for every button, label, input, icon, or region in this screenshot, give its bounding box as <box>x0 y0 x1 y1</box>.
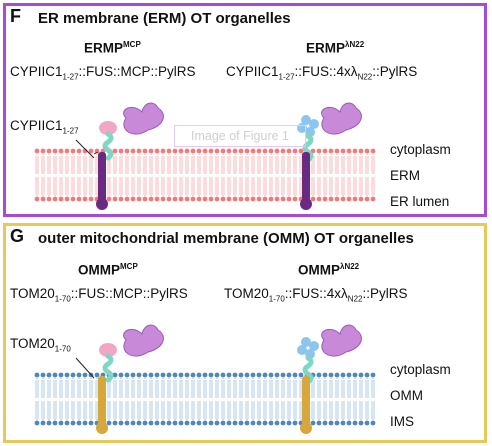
ermp-lambda-construct <box>297 102 362 210</box>
construct-formula-left: TOM201-70::FUS::MCP::PylRS <box>10 286 188 304</box>
panel-label: G <box>10 226 25 246</box>
panel-title: outer mitochondrial membrane (OMM) OT or… <box>38 230 414 247</box>
panel-f: F ER membrane (ERM) OT organelles ERMPMC… <box>3 3 487 217</box>
region-label-lumen: ER lumen <box>390 194 450 209</box>
construct-name-right: ERMPλN22 <box>306 40 365 56</box>
region-label-cytoplasm: cytoplasm <box>390 142 451 157</box>
panel-title: ER membrane (ERM) OT organelles <box>38 10 291 27</box>
construct-name-left: OMMPMCP <box>78 262 138 278</box>
ommp-lambda-construct <box>297 324 362 434</box>
region-label-ims: IMS <box>390 414 415 429</box>
anchor-label: CYPIIC11-27 <box>10 118 79 136</box>
ommp-mcp-construct <box>75 324 164 434</box>
construct-formula-right: CYPIIC11-27::FUS::4xλN22::PylRS <box>226 64 418 82</box>
construct-formula-left: CYPIIC11-27::FUS::MCP::PylRS <box>10 64 196 82</box>
region-label-cytoplasm: cytoplasm <box>390 362 451 377</box>
construct-name-left: ERMPMCP <box>84 40 141 56</box>
region-label-membrane: ERM <box>390 168 420 183</box>
ermp-mcp-construct <box>75 102 164 210</box>
panel-label: F <box>10 6 21 26</box>
panel-g: G outer mitochondrial membrane (OMM) OT … <box>3 223 487 443</box>
region-label-membrane: OMM <box>390 388 423 403</box>
construct-name-right: OMMPλN22 <box>298 262 360 278</box>
watermark: Image of Figure 1 <box>174 125 306 147</box>
er-membrane <box>34 148 376 202</box>
construct-formula-right: TOM201-70::FUS::4xλN22::PylRS <box>224 286 408 304</box>
omm-membrane <box>34 372 376 426</box>
anchor-label: TOM201-70 <box>10 336 71 354</box>
